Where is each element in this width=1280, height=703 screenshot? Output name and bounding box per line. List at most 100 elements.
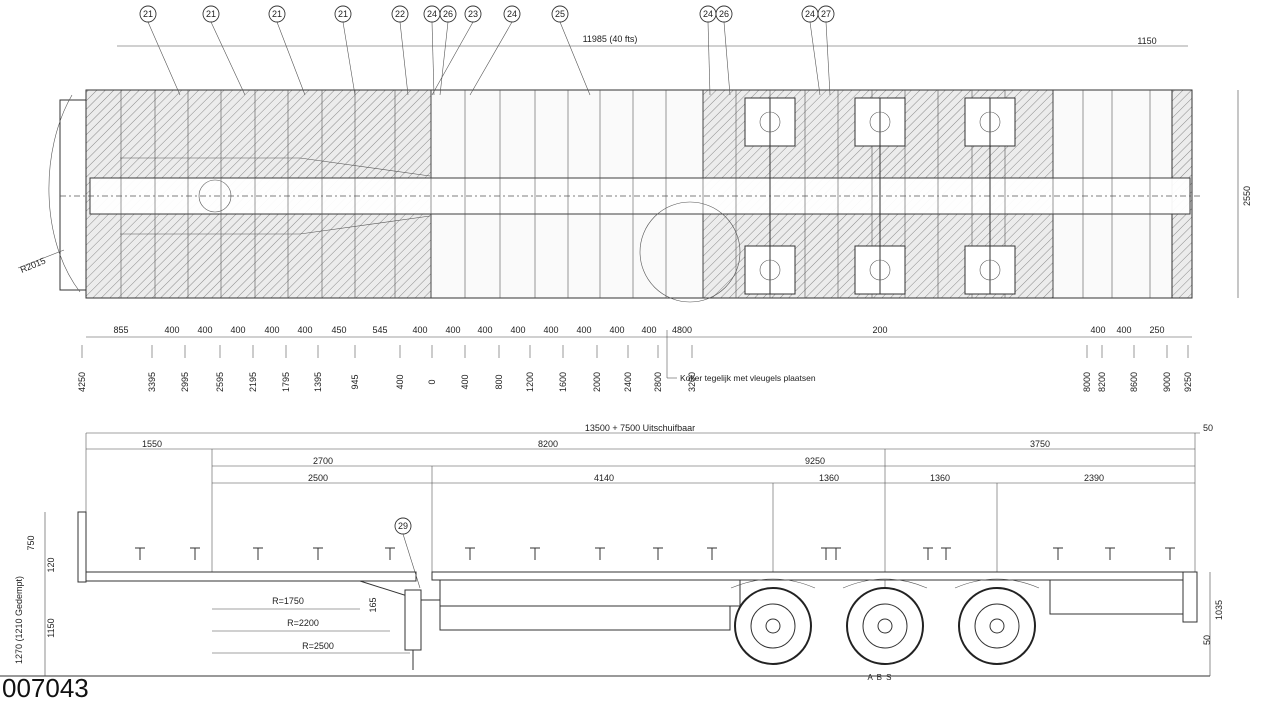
callout-number: 27 [821, 9, 831, 19]
callout-bubble [817, 5, 835, 23]
stake-marker [190, 547, 200, 560]
width-label: 2550 [1242, 186, 1252, 206]
wheel-fender [730, 578, 816, 589]
spacing-label: 400 [576, 325, 591, 335]
stake-marker [1053, 547, 1063, 560]
spacing-label: 400 [543, 325, 558, 335]
stake-marker [253, 547, 263, 560]
abs-label: A B S [867, 673, 892, 682]
callout-leader [147, 21, 181, 96]
main-deck [431, 571, 1198, 581]
station-label: 2000 [592, 372, 602, 392]
side-view: 13500 + 7500 Uitschuifbaar 50 1550 8200 … [0, 423, 1224, 682]
gooseneck-deck [85, 571, 417, 582]
stake-marker [385, 547, 395, 560]
callout-bubble [551, 5, 569, 23]
callout-number: 24 [507, 9, 517, 19]
wheel-rim [974, 603, 1020, 649]
callout-29-label: 29 [398, 521, 408, 531]
callout-leader [399, 21, 409, 96]
spacing-label: 400 [230, 325, 245, 335]
station-label: 9250 [1183, 372, 1193, 392]
station-label: 8000 [1082, 372, 1092, 392]
callout-bubble [334, 5, 352, 23]
callout-leader [276, 21, 306, 96]
stake-marker [831, 547, 841, 560]
station-label: 3395 [147, 372, 157, 392]
hub-circle [869, 111, 891, 133]
station-label: 2800 [653, 372, 663, 392]
wheel-fender [842, 578, 928, 589]
spacing-label: 400 [412, 325, 427, 335]
callout-leader [469, 21, 513, 96]
wheel-tire [846, 587, 924, 665]
callout-number: 26 [443, 9, 453, 19]
callout-number: 24 [703, 9, 713, 19]
spacing-label: 400 [510, 325, 525, 335]
callout-bubble [202, 5, 220, 23]
stake-marker [1105, 547, 1115, 560]
gooseneck-taper [120, 157, 431, 235]
callout-leader [559, 21, 591, 96]
station-label: 1600 [558, 372, 568, 392]
document-number: 007043 [2, 673, 89, 703]
station-label: 945 [350, 374, 360, 389]
hub-circle [869, 259, 891, 281]
spacing-label: 400 [264, 325, 279, 335]
callout-leader [707, 21, 711, 96]
stake-marker [653, 547, 663, 560]
rear-chassis [1049, 579, 1191, 615]
spacing-label: 450 [331, 325, 346, 335]
callout-29-leader [402, 533, 421, 589]
gap-165: 165 [368, 597, 378, 612]
wheel-fender [954, 578, 1040, 589]
stake-marker [821, 547, 831, 560]
hub-circle [979, 111, 1001, 133]
callout-leader [431, 21, 474, 96]
wheel-tire [958, 587, 1036, 665]
side-row3-e: 2390 [1084, 473, 1104, 483]
right-dim-1035: 1035 [1214, 600, 1224, 620]
axle-wheels [730, 578, 1040, 665]
right-length-label: 1150 [1137, 36, 1156, 46]
overall-length-label: 11985 (40 fts) [583, 34, 638, 44]
hub-circle [979, 259, 1001, 281]
callout-bubble [391, 5, 409, 23]
side-row1-c: 3750 [1030, 439, 1050, 449]
wheel-hub [765, 618, 781, 634]
stake-marker [313, 547, 323, 560]
station-label: 1395 [313, 372, 323, 392]
station-label: 1795 [281, 372, 291, 392]
callout-leader [723, 21, 731, 96]
kingpin-circle [198, 179, 232, 213]
swing-radii: R=1750 R=2200 R=2500 [212, 596, 410, 654]
side-right-offset: 50 [1203, 423, 1213, 433]
station-label: 2400 [623, 372, 633, 392]
callout-number: 21 [338, 9, 348, 19]
wheel-rim [862, 603, 908, 649]
hub-circle [759, 111, 781, 133]
station-label: 2195 [248, 372, 258, 392]
side-row2-a: 2700 [313, 456, 333, 466]
side-row3-b: 4140 [594, 473, 614, 483]
spacing-label: 200 [872, 325, 887, 335]
stake-marker [941, 547, 951, 560]
callout-number: 23 [468, 9, 478, 19]
swing-radius-arc [48, 94, 81, 293]
spacing-label: 400 [445, 325, 460, 335]
wheel-rim [750, 603, 796, 649]
stake-marker [465, 547, 475, 560]
stake-marker [530, 547, 540, 560]
right-dim-50: 50 [1202, 635, 1212, 645]
callout-leader [809, 21, 821, 96]
callout-leader [439, 21, 449, 96]
rear-bumper [1182, 571, 1198, 623]
side-overall-label: 13500 + 7500 Uitschuifbaar [585, 423, 695, 433]
station-label: 8200 [1097, 372, 1107, 392]
left-dim-120: 120 [46, 557, 56, 572]
